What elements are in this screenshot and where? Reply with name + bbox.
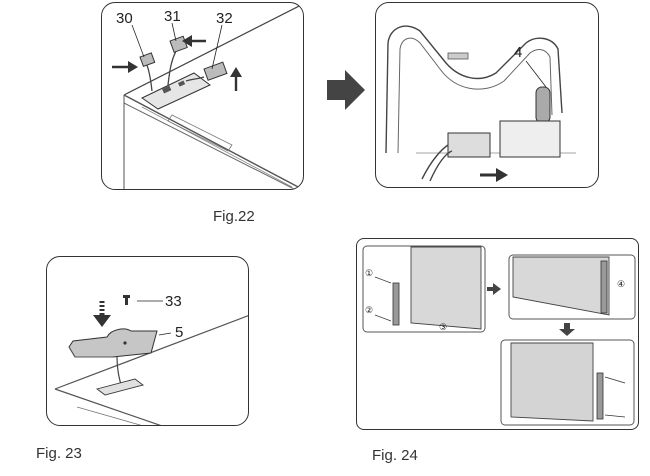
fig22-panel-left: 30 31 32 (101, 2, 304, 190)
fig23-illustration: 33 5 (54, 293, 248, 425)
step-3: ③ (439, 322, 447, 332)
step-4: ④ (617, 279, 625, 289)
callout-31: 31 (164, 8, 181, 25)
next-step-arrow (327, 70, 365, 110)
fig24-panel: ① ② ③ ④ (356, 238, 639, 430)
fig22-caption: Fig.22 (213, 208, 255, 225)
fig22-left-illustration: 30 31 32 (112, 3, 303, 189)
fig22-right-illustration: 4 (385, 25, 576, 182)
fig24-caption: Fig. 24 (372, 447, 418, 464)
step-1: ① (365, 268, 373, 278)
fig23-panel: 33 5 (46, 256, 249, 426)
callout-5: 5 (175, 324, 183, 341)
callout-33: 33 (165, 293, 182, 310)
callout-32: 32 (216, 10, 233, 27)
step-2: ② (365, 305, 373, 315)
fig22-panel-right: 4 (375, 2, 599, 188)
fig23-caption: Fig. 23 (36, 445, 82, 462)
fig24-illustration: ① ② ③ ④ (362, 245, 636, 426)
callout-30: 30 (116, 10, 133, 27)
callout-4: 4 (514, 44, 522, 61)
